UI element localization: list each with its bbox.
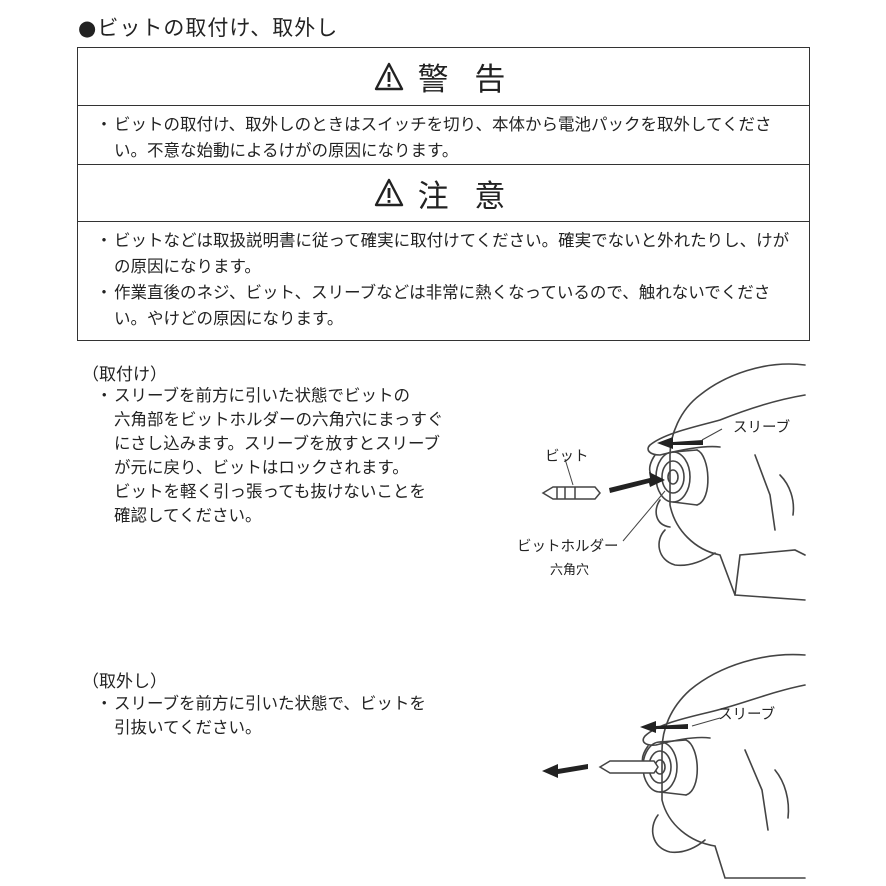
install-line: にさし込みます。スリーブを放すとスリーブ	[114, 434, 441, 453]
install-illustration	[541, 363, 806, 601]
hex-hole-label: 六角穴	[550, 563, 590, 578]
install-heading: （取付け）	[82, 365, 167, 385]
warning-header: 警 告	[78, 48, 809, 106]
caution-item: ・ビットなどは取扱説明書に従って確実に取付けてください。確実でないと外れたりし、…	[95, 231, 790, 276]
install-line: スリーブを前方に引いた状態でビットの	[114, 386, 411, 405]
warning-triangle-icon	[374, 178, 403, 207]
remove-instructions: ・ スリーブを前方に引いた状態で、ビットを 引抜いてください。	[96, 692, 486, 740]
install-line: が元に戻り、ビットはロックされます。	[114, 458, 409, 477]
caution-box: 注 意 ・ビットなどは取扱説明書に従って確実に取付けてください。確実でないと外れ…	[77, 164, 810, 341]
warning-title: 警 告	[417, 62, 514, 98]
warning-item: ・ビットの取付け、取外しのときはスイッチを切り、本体から電池パックを取外してくだ…	[95, 115, 772, 160]
install-line: ビットを軽く引っ張っても抜けないことを	[114, 482, 426, 501]
warning-body: ・ビットの取付け、取外しのときはスイッチを切り、本体から電池パックを取外してくだ…	[78, 106, 809, 164]
remove-illustration	[542, 653, 806, 879]
caution-header: 注 意	[78, 165, 809, 222]
caution-body: ・ビットなどは取扱説明書に従って確実に取付けてください。確実でないと外れたりし、…	[78, 222, 809, 332]
remove-line: 引抜いてください。	[114, 718, 262, 737]
warning-box: 警 告 ・ビットの取付け、取外しのときはスイッチを切り、本体から電池パックを取外…	[77, 47, 810, 165]
caution-item: ・作業直後のネジ、ビット、スリーブなどは非常に熱くなっているので、触れないでくだ…	[95, 283, 771, 328]
remove-line: スリーブを前方に引いた状態で、ビットを	[114, 694, 426, 713]
bit-holder-label: ビットホルダー	[517, 539, 619, 555]
install-line: 六角部をビットホルダーの六角穴にまっすぐ	[114, 410, 444, 429]
bit-label: ビット	[545, 449, 589, 465]
sleeve-label: スリーブ	[733, 420, 791, 436]
remove-heading: （取外し）	[82, 672, 167, 692]
warning-triangle-icon	[374, 62, 403, 90]
caution-title: 注 意	[417, 178, 514, 215]
install-instructions: ・ スリーブを前方に引いた状態でビットの 六角部をビットホルダーの六角穴にまっす…	[96, 384, 486, 528]
section-title: ●ビットの取付け、取外し	[78, 16, 339, 40]
install-line: 確認してください。	[114, 506, 262, 525]
sleeve-label: スリーブ	[718, 707, 776, 723]
